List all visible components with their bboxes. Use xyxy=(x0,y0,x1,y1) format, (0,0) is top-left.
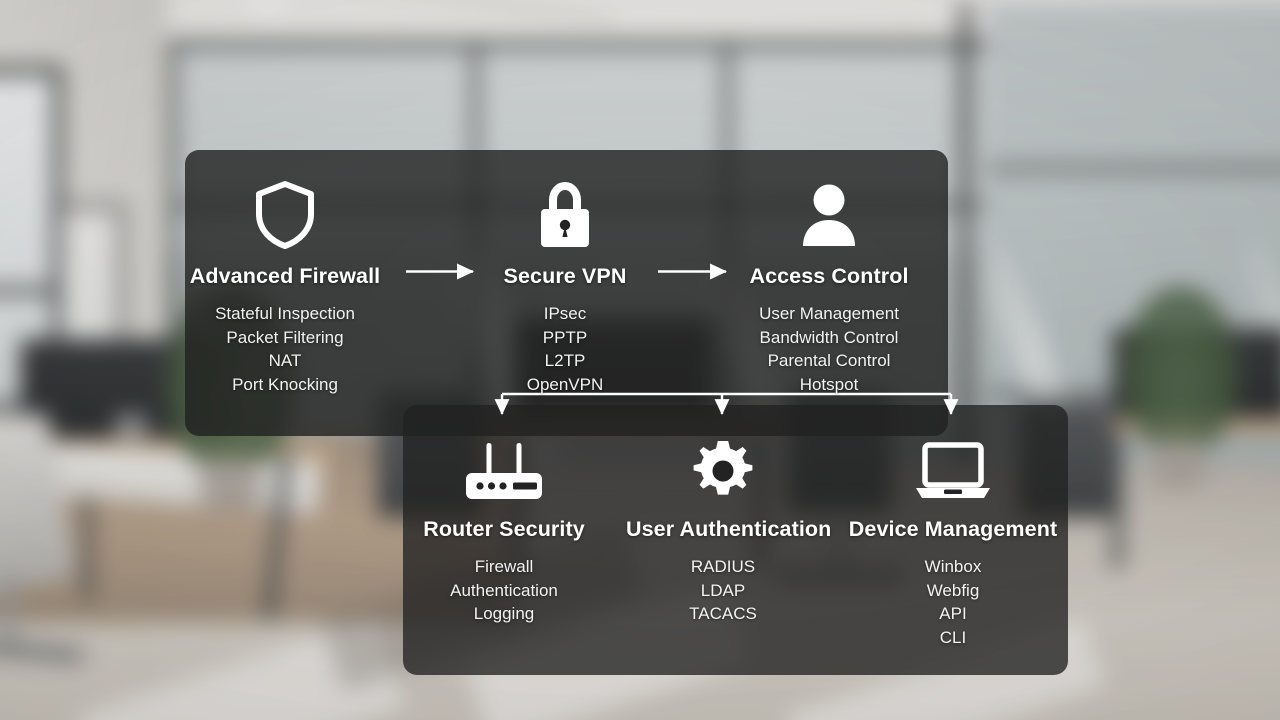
node-items: Stateful Inspection Packet Filtering NAT… xyxy=(185,302,385,396)
plant-pot xyxy=(201,459,260,511)
list-item: Firewall xyxy=(474,557,534,576)
list-item: Webfig xyxy=(926,580,980,600)
node-title: Secure VPN xyxy=(503,264,627,288)
node-items: RADIUS LDAP TACACS xyxy=(626,555,820,626)
partition-frame xyxy=(169,40,1241,49)
list-item: Stateful Inspection xyxy=(215,304,355,323)
partition-frame xyxy=(169,40,176,493)
node-user-authentication[interactable]: User Authentication RADIUS LDAP TACACS xyxy=(626,425,832,626)
shield-icon xyxy=(185,172,385,250)
chair-pole xyxy=(4,570,16,654)
desk-leg xyxy=(83,496,92,602)
list-item: RADIUS xyxy=(690,557,756,576)
node-title: Advanced Firewall xyxy=(189,264,381,288)
list-item: Port Knocking xyxy=(232,374,338,394)
desk-leg xyxy=(1112,431,1122,568)
bottom-layer-panel xyxy=(403,405,1068,675)
list-item: CLI xyxy=(939,627,967,647)
node-items: IPsec PPTP L2TP OpenVPN xyxy=(466,302,664,396)
lock-icon xyxy=(466,172,664,250)
router-icon xyxy=(416,425,592,503)
list-item: Parental Control xyxy=(767,351,891,370)
list-item: API xyxy=(939,604,967,623)
list-item: Packet Filtering xyxy=(226,327,344,347)
gear-icon xyxy=(626,425,820,503)
partition-frame xyxy=(986,165,1280,172)
node-title: Access Control xyxy=(749,264,909,288)
node-device-management[interactable]: Device Management Winbox Webfig API CLI xyxy=(845,425,1061,649)
node-items: User Management Bandwidth Control Parent… xyxy=(730,302,928,396)
node-title: Router Security xyxy=(423,517,585,541)
list-item: User Management xyxy=(759,304,899,323)
node-access-control[interactable]: Access Control User Management Bandwidth… xyxy=(730,172,928,396)
node-router-security[interactable]: Router Security Firewall Authentication … xyxy=(416,425,592,626)
list-item: NAT xyxy=(268,351,302,370)
node-items: Firewall Authentication Logging xyxy=(416,555,592,626)
list-item: LDAP xyxy=(700,580,746,600)
monitor-stand xyxy=(115,414,147,438)
node-secure-vpn[interactable]: Secure VPN IPsec PPTP L2TP OpenVPN xyxy=(466,172,664,396)
node-title: Device Management xyxy=(848,517,1058,541)
list-item: PPTP xyxy=(542,327,588,347)
window-mullion xyxy=(0,286,63,295)
list-item: Logging xyxy=(473,604,535,623)
plant xyxy=(1123,286,1239,455)
partition-frame xyxy=(960,3,970,655)
ceiling-light xyxy=(262,0,273,7)
list-item: IPsec xyxy=(543,304,587,323)
list-item: Bandwidth Control xyxy=(759,327,899,347)
plant-pot xyxy=(1152,441,1205,489)
list-item: TACACS xyxy=(689,604,757,623)
laptop-icon xyxy=(845,425,1061,503)
list-item: OpenVPN xyxy=(526,374,604,394)
node-advanced-firewall[interactable]: Advanced Firewall Stateful Inspection Pa… xyxy=(185,172,385,396)
list-item: Authentication xyxy=(450,580,558,600)
list-item: Hotspot xyxy=(799,374,859,394)
list-item: L2TP xyxy=(544,351,586,370)
node-items: Winbox Webfig API CLI xyxy=(845,555,1061,649)
node-title: User Authentication xyxy=(626,517,832,541)
user-icon xyxy=(730,172,928,250)
list-item: Winbox xyxy=(924,557,982,576)
